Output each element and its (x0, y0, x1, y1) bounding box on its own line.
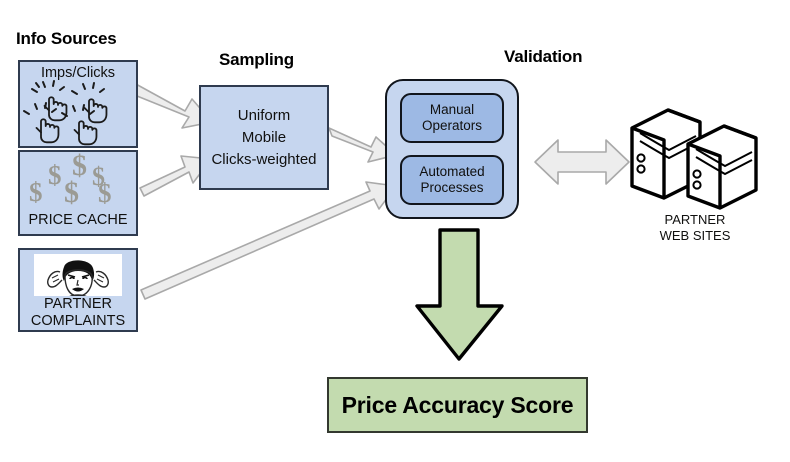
sampling-method-clicks-weighted: Clicks-weighted (211, 150, 317, 168)
click-hands-icon (23, 80, 133, 146)
partner-web-sites-label-line1: PARTNER (664, 212, 726, 227)
sampling-method-uniform: Uniform (237, 106, 291, 124)
heading-validation: Validation (504, 47, 583, 66)
price-accuracy-score-label: Price Accuracy Score (341, 391, 574, 418)
source-label-partner-complaints-line1: PARTNER (44, 296, 112, 312)
partner-web-sites-label-line2: WEB SITES (659, 228, 731, 243)
validation-automated-processes-line1: Automated (419, 164, 485, 179)
arrow-complaints-to-validation (140, 181, 397, 300)
heading-sampling: Sampling (219, 50, 294, 69)
source-label-partner-complaints-line2: COMPLAINTS (30, 313, 126, 329)
source-box-price-cache[interactable]: $ $ $ $ $ $ PRICE CACHE (18, 150, 138, 236)
validation-group[interactable]: Manual Operators Automated Processes (385, 79, 519, 219)
validation-manual-operators-line1: Manual (429, 102, 475, 117)
dollar-signs-icon: $ $ $ $ $ $ (29, 149, 112, 209)
source-box-partner-complaints[interactable]: PARTNER COMPLAINTS (18, 248, 138, 332)
price-accuracy-score-box[interactable]: Price Accuracy Score (327, 377, 588, 433)
validation-automated-processes-line2: Processes (420, 180, 484, 195)
source-label-imps-clicks: Imps/Clicks (40, 65, 116, 81)
heading-info-sources: Info Sources (16, 29, 117, 48)
server-tower-icon (620, 100, 770, 210)
validation-block-automated-processes[interactable]: Automated Processes (400, 155, 504, 205)
source-box-imps-clicks[interactable]: Imps/Clicks (18, 60, 138, 148)
source-label-price-cache: PRICE CACHE (28, 212, 128, 228)
validation-block-manual-operators[interactable]: Manual Operators (400, 93, 504, 143)
arrow-validation-partners-bidirectional (534, 139, 630, 185)
sampling-method-mobile: Mobile (241, 128, 287, 146)
arrow-validation-to-score (415, 228, 504, 361)
validation-manual-operators-line2: Operators (421, 118, 483, 133)
frustrated-person-icon (34, 254, 122, 296)
arrow-imps-to-sampling (133, 82, 213, 129)
arrow-sampling-to-validation (328, 127, 397, 163)
sampling-box[interactable]: Uniform Mobile Clicks-weighted (199, 85, 329, 190)
